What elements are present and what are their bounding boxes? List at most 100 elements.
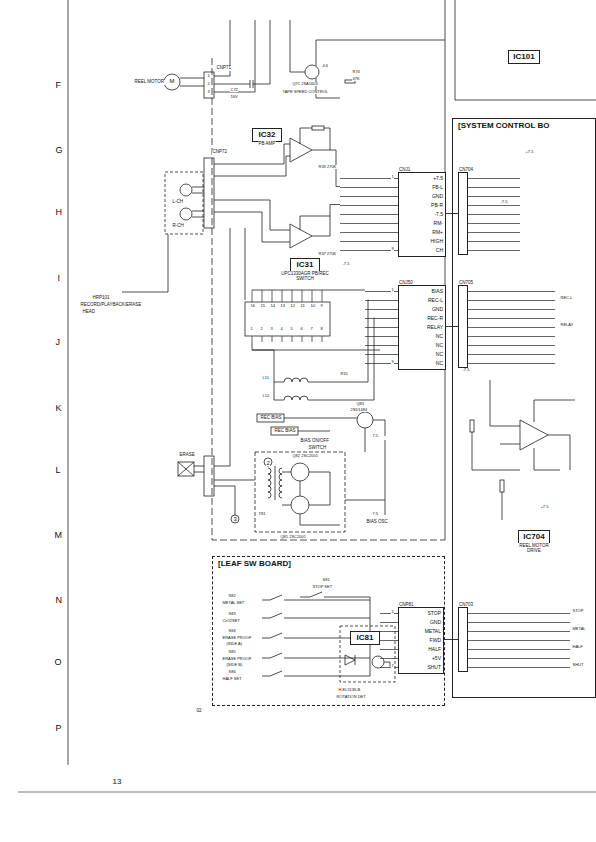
pin-wire	[365, 318, 398, 319]
component-label: 9	[391, 360, 394, 364]
pin-wire	[468, 232, 520, 233]
erase-head	[178, 456, 255, 515]
connector-wire	[444, 639, 458, 640]
grid-letter: G	[55, 146, 63, 155]
pin-wire	[380, 631, 398, 632]
ic-pin	[272, 290, 273, 302]
component-label: 2	[207, 82, 210, 86]
connector-block: CNJ50BIASREC-LGNDREC-RRELAYNCNCNCNC	[398, 285, 446, 370]
component-label: Q71 2SA1603	[292, 82, 318, 86]
component-label: HRP101	[92, 296, 110, 301]
ic-name: IC101	[513, 52, 534, 61]
ic-box: IC704REEL MOTOR DRIVE	[518, 530, 550, 544]
pin-name: NC	[401, 359, 443, 368]
bias-oscillator	[268, 468, 271, 498]
component-label: 14	[270, 304, 275, 308]
component-label: C72	[230, 88, 238, 92]
bias-switch-transistor	[357, 412, 385, 500]
pin-wire	[340, 196, 398, 197]
component-label: R-CH	[172, 224, 184, 229]
head-connector	[165, 172, 203, 234]
photo-interrupter	[345, 655, 355, 665]
bias-switch-transistor	[357, 412, 373, 428]
ic-box: IC31UPC1330AGR PB/REC SWITCH	[290, 258, 320, 272]
component-label: ROTATION DET	[336, 695, 366, 699]
component-label: 8	[320, 327, 323, 331]
component-label: CrO2SET	[222, 619, 240, 623]
component-label: 1	[391, 610, 394, 614]
ic-pin	[292, 290, 293, 302]
component-label: R37 270K	[318, 252, 337, 256]
bias-switch-transistor	[365, 420, 385, 500]
page-border	[68, 0, 69, 765]
ic-pin	[302, 290, 303, 302]
photo-interrupter	[384, 662, 390, 667]
erase-head	[214, 466, 255, 515]
component-label: 9	[320, 304, 323, 308]
component-label: 9	[391, 247, 394, 251]
pin-wire	[468, 214, 520, 215]
pin-wire	[468, 354, 555, 355]
component-label: 7.5	[372, 434, 379, 438]
component-label: SWITCH	[308, 446, 327, 451]
component-label: M	[169, 78, 175, 84]
connector-name: CN705	[459, 280, 473, 285]
pin-wire	[380, 658, 398, 659]
pin-name: CH	[401, 246, 443, 255]
ic-pin	[302, 336, 303, 342]
component-label: +7.5	[540, 505, 549, 509]
component-label: S86	[228, 670, 236, 674]
component-label: S85	[228, 650, 236, 654]
bias-oscillator	[231, 515, 239, 523]
reel-motor-drive	[490, 380, 575, 470]
component-label: R33 270K	[318, 165, 337, 169]
component-label: REC BIAS	[274, 429, 296, 434]
reel-motor	[164, 72, 270, 98]
component-label: S81	[322, 578, 330, 582]
ic-name: IC31	[297, 260, 314, 269]
component-label: 13	[112, 778, 122, 786]
connector-block: CNP81STOPGNDMETALFWDHALF+5VSHUT	[398, 607, 444, 674]
grid-letter: N	[55, 596, 63, 605]
ic-box: IC101	[508, 50, 540, 64]
component-label: +7.5	[525, 150, 534, 154]
pin-wire	[468, 667, 570, 668]
pin-wire	[468, 300, 555, 301]
component-label: 5	[290, 327, 293, 331]
component-label: RECORD/PLAYBACK/ERASE	[80, 303, 142, 308]
tape-speed-transistor	[290, 20, 445, 98]
component-label: 12	[290, 304, 295, 308]
pin-wire	[380, 640, 398, 641]
component-label: 16V	[230, 95, 238, 99]
pin-name: SHUT	[401, 663, 441, 672]
component-label: R74	[352, 70, 360, 74]
pin-name: +7.5	[401, 174, 443, 183]
grid-letter: K	[55, 404, 62, 413]
component-label: 47K	[352, 77, 360, 81]
erase-head	[204, 456, 214, 496]
pin-wire	[468, 291, 555, 292]
component-label: S82	[228, 594, 236, 598]
ic-pin	[312, 336, 313, 342]
pin-wire	[340, 214, 398, 215]
ic-pin	[272, 336, 273, 342]
ic-pin	[262, 336, 263, 342]
pin-wire	[468, 223, 520, 224]
reel-motor	[180, 78, 204, 86]
component-label: H.EL5136-B	[338, 688, 361, 692]
component-label: HEAD	[82, 310, 96, 315]
ic-pin	[322, 336, 323, 342]
ic-pin	[282, 290, 283, 302]
component-label: 11	[300, 304, 305, 308]
component-label: -7.5	[462, 368, 470, 372]
component-label: 1	[391, 175, 394, 179]
photo-interrupter	[340, 626, 395, 682]
component-label: Q83	[356, 402, 365, 406]
pin-wire	[468, 318, 555, 319]
pin-wire	[380, 667, 398, 668]
ic-description: PB AMP	[259, 141, 276, 146]
component-label: STOP SET	[312, 585, 333, 589]
ic-pin	[282, 336, 283, 342]
component-label: METAL	[572, 627, 586, 631]
component-label: 7.5	[372, 512, 379, 516]
